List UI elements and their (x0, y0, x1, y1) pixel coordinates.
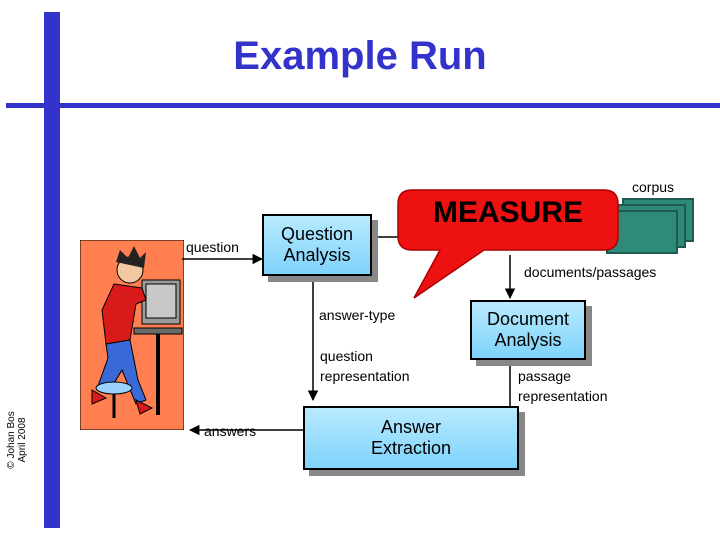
answer-extraction-box: Answer Extraction (303, 406, 519, 470)
document-analysis-box: Document Analysis (470, 300, 586, 360)
answer-extraction-line2: Extraction (370, 438, 452, 458)
passage-representation-line2: representation (518, 388, 608, 404)
question-analysis-line1: Question (280, 224, 354, 244)
title-divider (6, 103, 720, 108)
question-label: question (186, 239, 239, 255)
passage-representation-label: passage representation (518, 366, 608, 406)
question-representation-line1: question (320, 348, 373, 364)
answers-label: answers (204, 423, 257, 439)
slide-title: Example Run (233, 34, 487, 78)
document-analysis-line2: Analysis (494, 330, 562, 350)
user-at-computer-illustration (80, 240, 184, 430)
question-representation-line2: representation (320, 368, 410, 384)
passage-representation-line1: passage (518, 368, 571, 384)
question-analysis-box: Question Analysis (262, 214, 372, 276)
measure-callout-text: MEASURE (432, 196, 583, 229)
documents-passages-label: documents/passages (524, 264, 657, 280)
left-accent-bar (44, 12, 60, 528)
measure-callout (397, 189, 619, 299)
document-analysis-line1: Document (486, 309, 570, 329)
question-representation-label: question representation (320, 346, 410, 386)
corpus-label: corpus (632, 179, 675, 195)
question-analysis-line2: Analysis (283, 245, 351, 265)
answer-extraction-line1: Answer (380, 417, 441, 437)
answer-type-label: answer-type (319, 307, 396, 323)
